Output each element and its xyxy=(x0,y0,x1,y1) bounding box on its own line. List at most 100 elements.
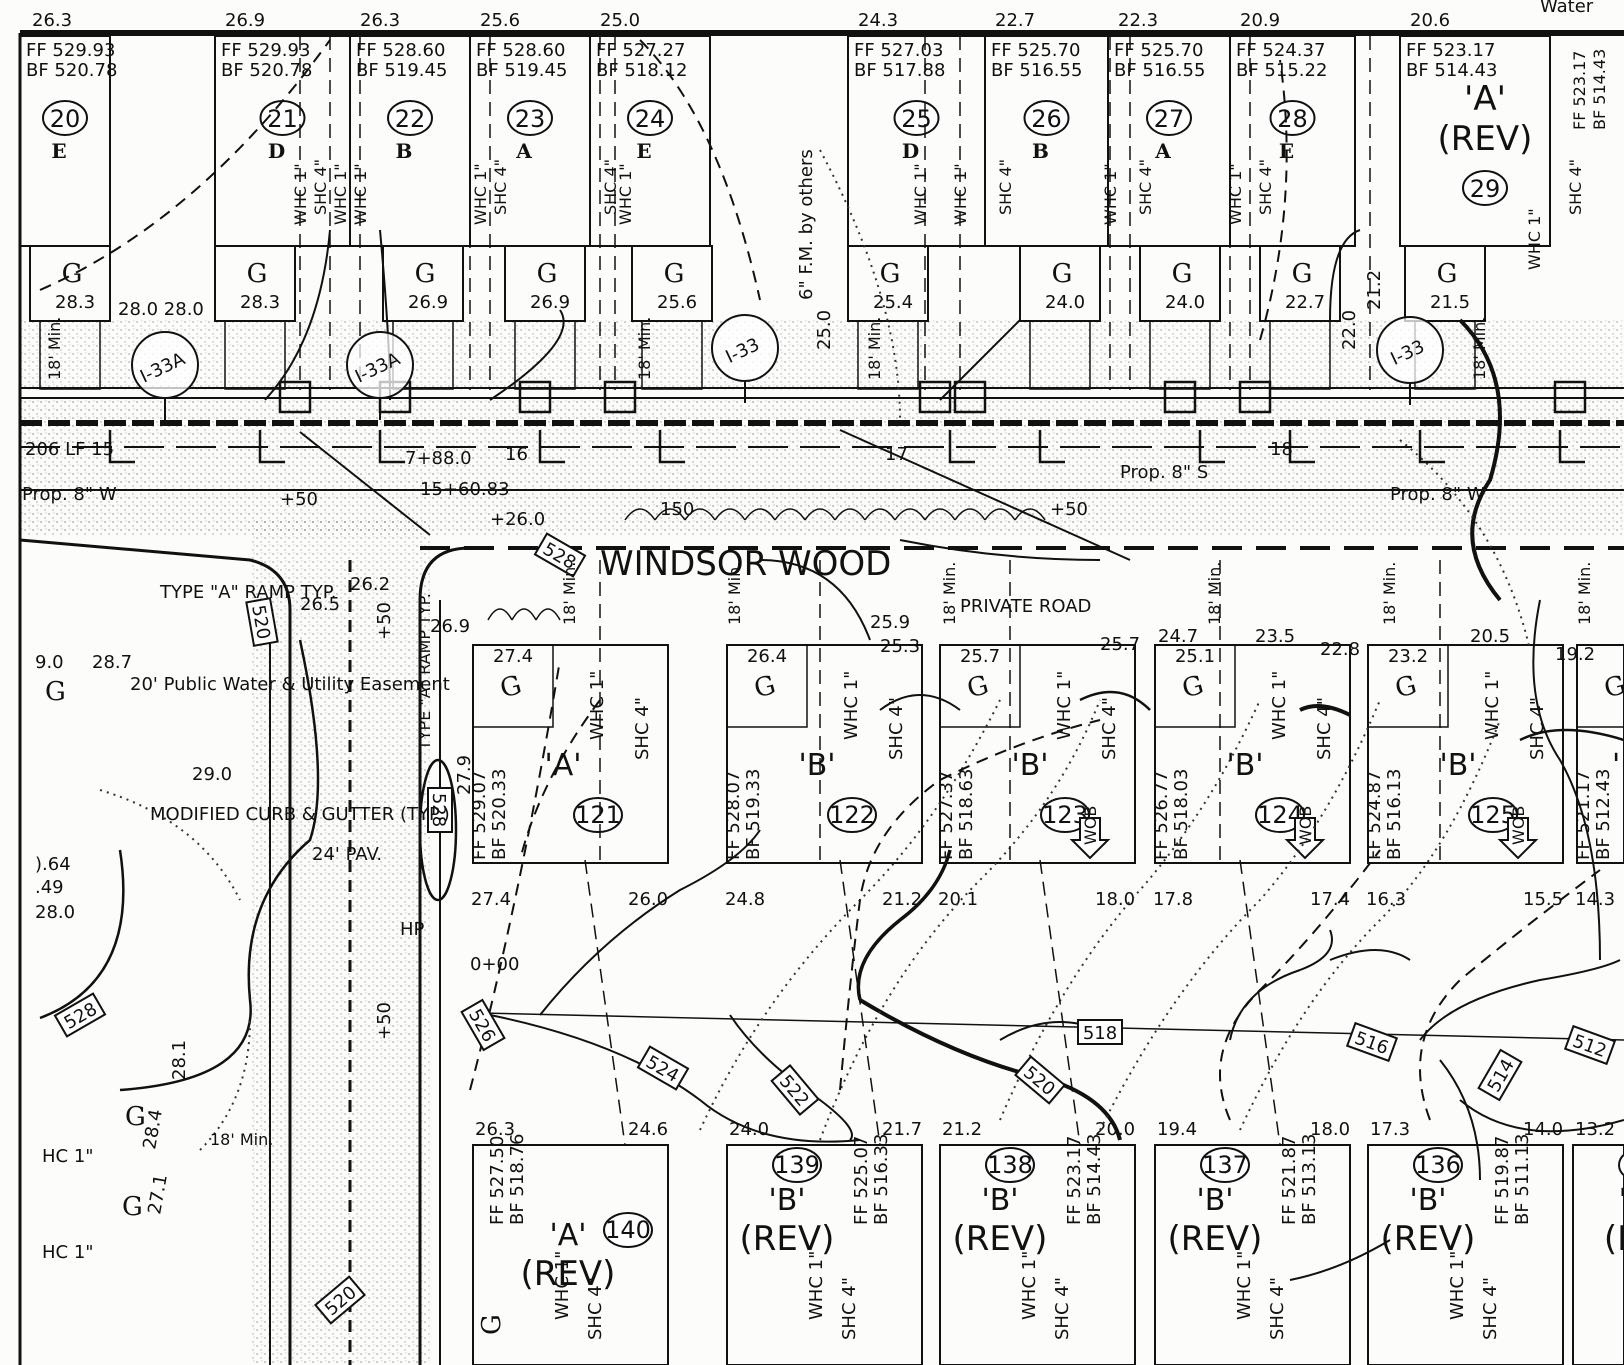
garage-box xyxy=(1139,245,1221,322)
house-rev: (REV) xyxy=(953,1219,1048,1259)
lot-bf-elevation: BF 516.55 xyxy=(1114,60,1205,81)
min-setback-label: 18' Min. xyxy=(725,562,744,625)
force-main-note: 6" F.M. by others xyxy=(796,149,817,300)
tree-line-arc xyxy=(774,508,806,521)
service-tee xyxy=(108,430,135,464)
house-ff-elevation: FF 523.17 xyxy=(1064,1136,1085,1225)
lot-number: 27 xyxy=(1154,105,1185,133)
lot-house-type: A xyxy=(515,139,532,163)
garage-elevation: 25.7 xyxy=(960,646,1000,667)
contour-tag: 526 xyxy=(460,998,506,1052)
water-service-label: WHC 1" xyxy=(1525,208,1544,270)
corner-elevation-left: 24.8 xyxy=(725,889,765,910)
elevation-label: 28.7 xyxy=(92,652,132,673)
min-setback-label: 18' Min. xyxy=(1205,562,1224,625)
lot-number: 24 xyxy=(635,105,666,133)
prop-sewer-label: Prop. 8" S xyxy=(1120,462,1208,483)
elevation-label: 21.2 xyxy=(1364,270,1385,310)
lot-number: 122 xyxy=(829,801,875,829)
water-service-label: WHC 1" xyxy=(1447,1251,1468,1320)
lot-number: 121 xyxy=(575,801,621,829)
contour-elevation: 528 xyxy=(428,793,449,827)
water-service-label: WHC 1" xyxy=(587,671,608,740)
lot-number-oval xyxy=(1146,100,1192,136)
service-tee xyxy=(538,430,565,464)
lot-grade-elevation: 22.3 xyxy=(1118,10,1158,31)
house-bf-elevation: BF 516.33 xyxy=(871,1134,892,1225)
road-edges xyxy=(19,387,1624,1365)
sewer-service-label: SHC 4" xyxy=(886,697,907,760)
garage-box xyxy=(631,245,713,322)
garage-box xyxy=(939,644,1021,728)
prop-water-label: Prop. 8" W xyxy=(1390,484,1485,505)
contour-elevation: 512 xyxy=(1570,1031,1609,1062)
service-tee xyxy=(948,430,975,464)
lot-number: 140 xyxy=(605,1216,651,1244)
sewer-service-label: SHC 4" xyxy=(1527,697,1548,760)
station-label: +50 xyxy=(1050,499,1088,520)
contour-tag-box xyxy=(1077,1019,1123,1045)
lot-number: 20 xyxy=(50,105,81,133)
lot-bf-elevation: BF 520.78 xyxy=(221,60,312,81)
valve-box xyxy=(953,380,987,414)
house-type: 'B' xyxy=(1409,1183,1446,1218)
corner-elevation-right: 21.7 xyxy=(882,1119,922,1140)
lot-number-oval xyxy=(1413,1147,1463,1183)
water-service-label: WHC 1" xyxy=(1234,1251,1255,1320)
house-rev: (REV) xyxy=(521,1254,616,1294)
water-service-label: WHC 1" xyxy=(471,163,490,225)
garage-label: G xyxy=(1292,259,1313,289)
sewer-service-label: SHC 4" xyxy=(839,1277,860,1340)
min-setback-label: 18' Min. xyxy=(45,317,64,380)
contour-lines xyxy=(39,229,1624,1281)
valve-box xyxy=(1163,380,1197,414)
easement-note: 20' Public Water & Utility Easement xyxy=(130,674,450,695)
lot-number-oval xyxy=(1200,1147,1250,1183)
garage-label: G xyxy=(477,1314,507,1335)
service-tee xyxy=(1558,430,1585,464)
min-setback-label: 18' Min. xyxy=(1575,562,1594,625)
station-label: 18 xyxy=(1270,439,1293,460)
tree-line-arc xyxy=(744,508,776,521)
tree-line-arc xyxy=(984,508,1016,521)
lot-ff-elevation: FF 528.60 xyxy=(476,40,565,61)
fire-hydrant-oval xyxy=(418,758,458,902)
tree-line-arc xyxy=(954,508,986,521)
contour-tag-box xyxy=(460,998,506,1052)
lot-ff-elevation: FF 528.60 xyxy=(356,40,445,61)
lot-number: 23 xyxy=(515,105,546,133)
min-setback-label: 18' Min. xyxy=(635,317,654,380)
lot-ff-elevation: FF 525.70 xyxy=(1114,40,1203,61)
house-type: 'B' xyxy=(768,1183,805,1218)
contour-tag-box xyxy=(1477,1048,1523,1102)
min-setback-label: 18' Min. xyxy=(940,562,959,625)
garage-label: G xyxy=(1179,670,1207,704)
house-type: 'B' xyxy=(1011,748,1048,783)
garage-label: G xyxy=(964,670,992,704)
garage-box xyxy=(1259,245,1341,322)
water-service-label: WHC 1" xyxy=(351,163,370,225)
lot-house-type: A xyxy=(1154,139,1171,163)
lot-number-oval xyxy=(1040,797,1090,833)
contour-tag-box xyxy=(245,597,279,647)
lot-grade-elevation: 24.3 xyxy=(858,10,898,31)
lot-number-oval xyxy=(1269,100,1316,136)
garage-label: G xyxy=(880,259,901,289)
tree-line-arc xyxy=(511,608,537,621)
sewer-service-label: SHC 4" xyxy=(1052,1277,1073,1340)
corner-elevation-left: 16.3 xyxy=(1366,889,1406,910)
house-rev: (RE xyxy=(1604,1219,1624,1259)
lot-number-oval xyxy=(1255,797,1305,833)
lot-number-oval xyxy=(627,100,673,136)
walkout-arrow-icon xyxy=(1497,817,1539,860)
sewer-service-label: SHC 4" xyxy=(601,159,620,215)
tree-line-arc xyxy=(864,508,896,521)
lot-number: 26 xyxy=(1031,105,1062,133)
elevation-label: 22.0 xyxy=(1339,310,1360,350)
tree-line-arc xyxy=(624,508,656,521)
house-bf-elevation: BF 516.13 xyxy=(1384,769,1405,860)
elevation-label: 20.5 xyxy=(1470,626,1510,647)
lot-number-oval xyxy=(387,100,433,136)
lot-number-oval xyxy=(893,100,940,136)
